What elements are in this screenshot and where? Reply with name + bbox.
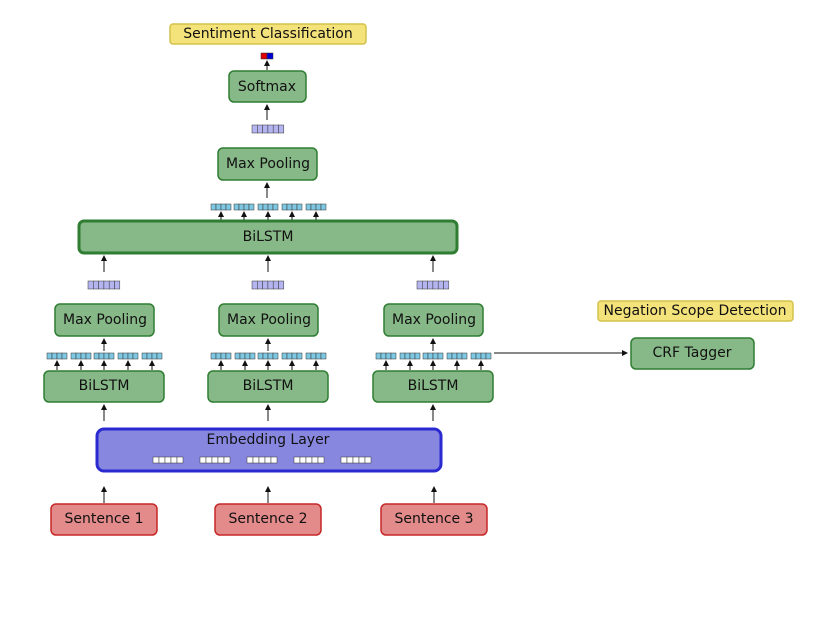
sentence-2-state-3 — [257, 352, 279, 360]
negation-scope-detection-text: Negation Scope Detection — [604, 303, 787, 319]
top-state-1 — [210, 203, 232, 211]
top-pooled-vector — [251, 124, 285, 134]
top-state-3 — [257, 203, 279, 211]
embedding-vector-5 — [340, 456, 372, 464]
sentence-2-max-pooling-box: Max Pooling — [218, 303, 319, 337]
sentence-1-bilstm-box: BiLSTM — [43, 370, 165, 403]
top-bilstm-label: BiLSTM — [243, 229, 294, 245]
sentence-2-state-5 — [305, 352, 327, 360]
embedding-vector-2 — [199, 456, 231, 464]
sentence-3-bilstm-label: BiLSTM — [408, 378, 459, 394]
embedding-vector-1 — [152, 456, 184, 464]
sentence-2-state-2 — [234, 352, 256, 360]
top-state-5 — [305, 203, 327, 211]
sentence-3-state-2 — [399, 352, 421, 360]
sentence-2-bilstm-label: BiLSTM — [243, 378, 294, 394]
sentence-1-max-pooling-label: Max Pooling — [63, 312, 147, 328]
sentence-3-pooled-cells — [416, 280, 450, 290]
sentiment-classification-text: Sentiment Classification — [183, 26, 352, 42]
sentence-inputs: Sentence 1 Sentence 2 Sentence 3 — [50, 486, 488, 536]
top-bilstm-states — [210, 203, 327, 220]
negation-scope-detection-label: Negation Scope Detection — [597, 300, 794, 322]
embedding-vector-4 — [293, 456, 325, 464]
sentence-3-max-pooling-box: Max Pooling — [383, 303, 484, 337]
sentence-2-state-1 — [210, 352, 232, 360]
sentence-2-box: Sentence 2 — [214, 503, 322, 536]
sentence-3-box: Sentence 3 — [380, 503, 488, 536]
crf-tagger-label: CRF Tagger — [653, 345, 732, 361]
sentence-1-state-3 — [93, 352, 115, 360]
sentence-2-state-4 — [281, 352, 303, 360]
top-max-pooling-box: Max Pooling — [217, 147, 318, 181]
sentence-1-label: Sentence 1 — [64, 511, 143, 527]
embedding-layer-box: Embedding Layer — [95, 427, 443, 473]
sentiment-classification-label: Sentiment Classification — [169, 23, 367, 45]
sentence-2-pooled-cells — [251, 280, 285, 290]
sentence-2-label: Sentence 2 — [228, 511, 307, 527]
top-state-2 — [233, 203, 255, 211]
crf-tagger-box: CRF Tagger — [630, 337, 755, 370]
softmax-label: Softmax — [238, 79, 296, 95]
sentence-3-state-1 — [375, 352, 397, 360]
sentence-1-bilstm-label: BiLSTM — [79, 378, 130, 394]
sentence-1-pooled-cells — [87, 280, 121, 290]
top-state-4 — [281, 203, 303, 211]
sentence-3-state-5 — [470, 352, 492, 360]
sentence-3-max-pooling-label: Max Pooling — [392, 312, 476, 328]
sentence-1-state-2 — [70, 352, 92, 360]
sentence-2-max-pooling-label: Max Pooling — [227, 312, 311, 328]
sentence-2-bilstm-box: BiLSTM — [207, 370, 329, 403]
sentence-3-label: Sentence 3 — [394, 511, 473, 527]
sentence-3-state-4 — [446, 352, 468, 360]
sentence-pooled-vectors — [87, 280, 450, 290]
top-max-pooling-label: Max Pooling — [226, 156, 310, 172]
embedding-layer-label: Embedding Layer — [207, 432, 330, 448]
top-pooled-cells — [251, 124, 285, 134]
sentence-1-max-pooling-box: Max Pooling — [54, 303, 155, 337]
sentence-1-box: Sentence 1 — [50, 503, 158, 536]
sentence-3-bilstm-box: BiLSTM — [372, 370, 494, 403]
embedding-vector-3 — [246, 456, 278, 464]
sentence-3-state-3 — [422, 352, 444, 360]
top-bilstm-box: BiLSTM — [77, 219, 459, 255]
sentence-1-state-1 — [46, 352, 68, 360]
softmax-box: Softmax — [228, 70, 307, 103]
sentence-1-state-5 — [141, 352, 163, 360]
output-probability-vector — [260, 52, 274, 60]
embedding-vectors — [152, 456, 372, 464]
sentence-1-state-4 — [117, 352, 139, 360]
